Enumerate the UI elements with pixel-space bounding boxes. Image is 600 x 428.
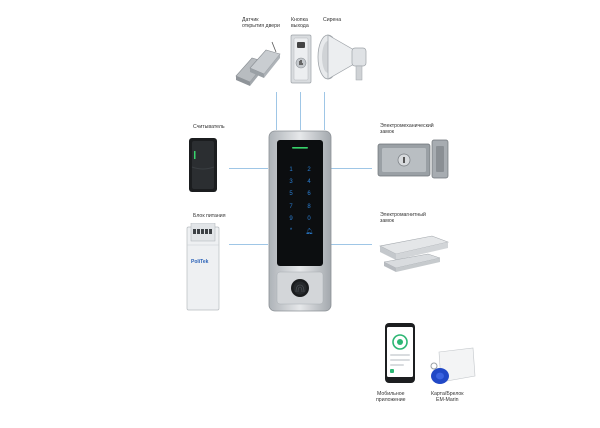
electromag-lock-image	[376, 228, 452, 276]
door-sensor-label: Датчик открытия двери	[242, 17, 280, 30]
exit-button-label: Кнопка выхода	[291, 17, 309, 30]
connector-power-supply	[229, 244, 268, 245]
electromech-lock-image	[376, 138, 452, 180]
keypad-controller: 1 2 3 4 5 6 7 8 9 0 * 🔔︎	[268, 130, 332, 312]
reader-label: Считыватель	[193, 124, 225, 130]
keypad-key[interactable]: 0	[307, 215, 311, 222]
reader-image	[188, 137, 218, 193]
power-supply-label: Блок питания	[193, 213, 226, 219]
keypad-key[interactable]: 3	[289, 179, 293, 186]
keypad-key[interactable]: 9	[289, 215, 293, 222]
electromech-lock-label: Электромеханический замок	[380, 123, 434, 136]
keypad-key[interactable]: 6	[307, 191, 311, 198]
siren-label: Сирена	[323, 17, 342, 23]
mobile-phone-image	[384, 322, 416, 384]
fingerprint-icon	[293, 283, 307, 293]
exit-button-image	[290, 34, 312, 84]
electromag-lock-label: Электромагнитный замок	[380, 212, 426, 225]
keypad-key[interactable]: 4	[307, 179, 311, 186]
keypad-grid: 1 2 3 4 5 6 7 8 9 0 * 🔔︎	[282, 167, 318, 235]
bell-icon[interactable]: 🔔︎	[305, 228, 313, 235]
mobile-app-label: Мобильное приложение	[376, 391, 406, 404]
keypad-key[interactable]: 2	[307, 167, 311, 173]
card-fob-image	[425, 346, 477, 390]
connector-exit-button	[300, 92, 301, 130]
connector-electromech-lock	[331, 168, 372, 169]
keypad-key[interactable]: 5	[289, 191, 293, 198]
card-fob-label: Карта/Брелок EM-Marin	[431, 391, 464, 404]
keypad-key[interactable]: 7	[289, 203, 293, 210]
keypad-key[interactable]: 8	[307, 203, 311, 210]
connector-siren	[324, 92, 325, 130]
keypad-key[interactable]: 1	[289, 167, 293, 173]
power-supply-image: PoliTek	[186, 223, 220, 311]
connector-electromag-lock	[331, 244, 372, 245]
door-sensor-image	[232, 38, 284, 88]
siren-image	[314, 30, 372, 84]
connector-reader	[229, 168, 268, 169]
keypad-key[interactable]: *	[289, 227, 293, 234]
connector-door-sensor	[276, 92, 277, 130]
power-supply-brand: PoliTek	[191, 259, 209, 265]
